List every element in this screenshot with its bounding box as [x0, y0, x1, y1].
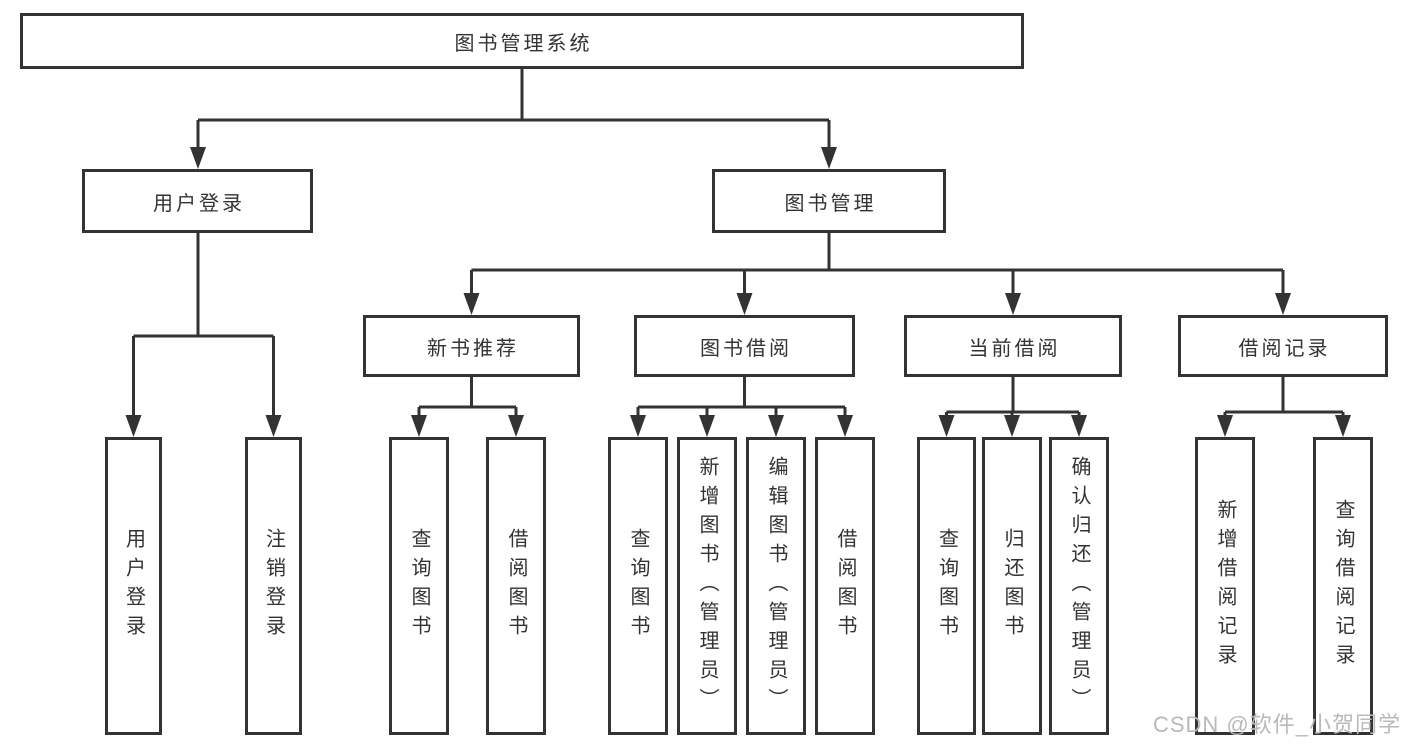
leaf-add-borrow-record-label: 新增借阅记录: [1214, 499, 1236, 673]
leaf-query-borrow-record-label: 查询借阅记录: [1332, 499, 1354, 673]
node-book-management-module: 图书管理: [712, 169, 946, 233]
leaf-query-book-recommend: 查询图书: [389, 437, 449, 735]
leaf-add-borrow-record: 新增借阅记录: [1195, 437, 1255, 735]
node-root-system: 图书管理系统: [20, 13, 1024, 69]
connector-borrow-record-children: [1217, 377, 1351, 437]
leaf-edit-book-admin-label: 编辑图书（管理员）: [765, 455, 787, 717]
node-borrow-record-label: 借阅记录: [1238, 337, 1331, 360]
node-current-borrow-label: 当前借阅: [968, 337, 1061, 360]
node-new-book-recommend-label: 新书推荐: [427, 337, 519, 360]
leaf-add-book-admin-label: 新增图书（管理员）: [696, 455, 718, 717]
node-root-system-label: 图书管理系统: [454, 32, 593, 55]
leaf-query-book-borrow-label: 查询图书: [627, 528, 649, 644]
node-borrow-record: 借阅记录: [1178, 315, 1388, 377]
connector-current-borrow-children: [938, 377, 1087, 437]
leaf-borrow-book-recommend: 借阅图书: [486, 437, 546, 735]
connector-book-borrow-children: [630, 377, 853, 437]
leaf-user-login: 用户登录: [105, 437, 162, 735]
leaf-borrow-book-recommend-label: 借阅图书: [505, 528, 527, 644]
leaf-logout-label: 注销登录: [262, 528, 285, 644]
leaf-query-book-recommend-label: 查询图书: [408, 528, 430, 644]
leaf-add-book-admin: 新增图书（管理员）: [677, 437, 737, 735]
csdn-watermark: CSDN @软件_小贺同学: [1152, 712, 1401, 737]
node-user-login-module-label: 用户登录: [153, 192, 245, 215]
node-book-management-module-label: 图书管理: [784, 192, 877, 215]
leaf-return-book: 归还图书: [982, 437, 1042, 735]
leaf-confirm-return-admin: 确认归还（管理员）: [1049, 437, 1109, 735]
node-current-borrow: 当前借阅: [904, 315, 1122, 377]
leaf-confirm-return-admin-label: 确认归还（管理员）: [1068, 455, 1090, 717]
leaf-return-book-label: 归还图书: [1001, 528, 1023, 644]
node-new-book-recommend: 新书推荐: [363, 315, 580, 377]
leaf-user-login-label: 用户登录: [122, 528, 145, 644]
leaf-query-book-current: 查询图书: [917, 437, 976, 735]
node-book-borrow-label: 图书借阅: [700, 337, 792, 360]
connector-new-book-children: [411, 377, 524, 437]
leaf-query-book-borrow: 查询图书: [608, 437, 668, 735]
connector-book-management-children: [463, 232, 1291, 315]
leaf-query-book-current-label: 查询图书: [935, 528, 958, 644]
leaf-edit-book-admin: 编辑图书（管理员）: [746, 437, 806, 735]
connector-user-login-children: [125, 233, 282, 437]
leaf-query-borrow-record: 查询借阅记录: [1313, 437, 1373, 735]
node-user-login-module: 用户登录: [82, 169, 313, 233]
leaf-logout: 注销登录: [245, 437, 302, 735]
node-book-borrow: 图书借阅: [634, 315, 855, 377]
leaf-borrow-book: 借阅图书: [815, 437, 875, 735]
connector-root-to-level2: [190, 69, 837, 169]
leaf-borrow-book-label: 借阅图书: [834, 528, 856, 644]
